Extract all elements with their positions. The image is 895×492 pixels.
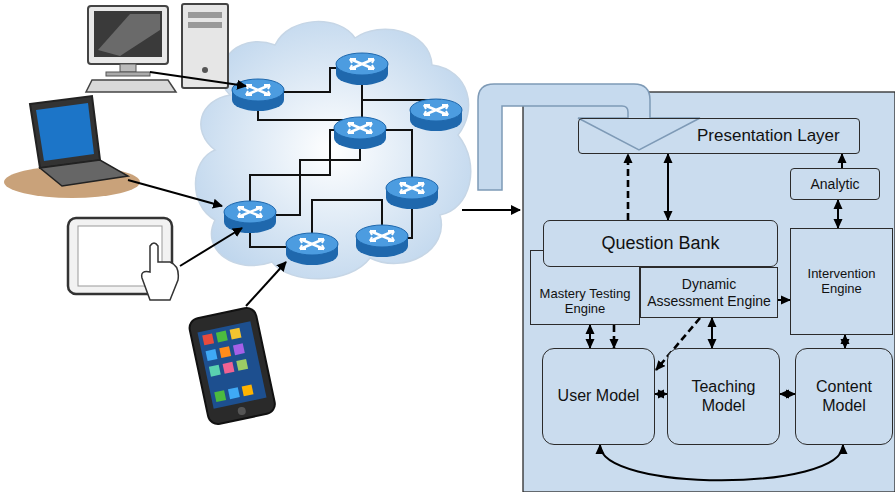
connector-arrow	[589, 325, 591, 348]
connector-arrow	[711, 318, 713, 348]
laptop-part	[30, 96, 100, 168]
node-label: Intervention Engine	[796, 267, 887, 297]
connector-arrow	[667, 154, 669, 220]
connector-arrow	[600, 445, 843, 480]
system-panel	[523, 92, 895, 492]
desktop-computer-part	[188, 22, 222, 28]
node-label: Teaching Model	[673, 378, 774, 415]
laptop-part	[40, 160, 128, 186]
model-box: User Model	[542, 348, 655, 445]
node-label: Question Bank	[601, 233, 719, 254]
connector-arrow	[844, 335, 846, 348]
node-label: Dynamic Assessment Engine	[646, 276, 772, 308]
connector-arrow	[655, 393, 667, 395]
engine-box: Intervention Engine	[790, 228, 893, 335]
desktop-computer	[86, 4, 228, 92]
node-label: Mastery Testing Engine	[535, 287, 635, 317]
smartphone-part	[188, 306, 277, 426]
device-arrow-part	[246, 262, 286, 306]
dashed-arrow	[627, 154, 630, 220]
analytic-box: Analytic	[790, 168, 880, 200]
router-part	[286, 233, 338, 265]
connector-arrow	[841, 154, 843, 168]
router-part	[334, 117, 386, 149]
node-label: Content Model	[801, 378, 887, 415]
tablet	[68, 218, 178, 300]
smartphone-part	[209, 365, 221, 377]
smartphone-part	[202, 333, 214, 345]
connector-arrow	[837, 200, 839, 228]
device-arrow	[128, 72, 520, 306]
model-box: Teaching Model	[667, 348, 780, 445]
smartphone-part	[228, 387, 240, 399]
device-arrow-part	[128, 180, 222, 206]
desktop-computer-part	[98, 14, 160, 56]
smartphone-part	[233, 343, 245, 355]
desktop-computer-part	[188, 12, 222, 18]
laptop-part	[36, 103, 94, 161]
smartphone-part	[206, 349, 218, 361]
smartphone	[188, 306, 277, 426]
network-cloud	[195, 22, 470, 279]
desktop-computer-part	[120, 64, 136, 72]
router-part	[232, 79, 284, 111]
question-bank-box: Question Bank	[543, 220, 778, 267]
device-arrow-part	[462, 209, 520, 211]
desktop-computer-part	[182, 4, 228, 88]
node-label: Analytic	[810, 176, 859, 192]
router	[224, 53, 462, 265]
node-label: Presentation Layer	[697, 126, 840, 146]
connector-arrow	[778, 299, 790, 301]
layer-box: Presentation Layer	[578, 118, 860, 154]
smartphone-part	[223, 362, 235, 374]
flow-arrow	[478, 84, 700, 190]
router-part	[336, 53, 388, 85]
smartphone-part	[236, 359, 248, 371]
desktop-computer-part	[88, 6, 168, 64]
smartphone-part	[230, 328, 242, 340]
smartphone-part	[237, 406, 246, 415]
smartphone-part	[214, 390, 226, 402]
smartphone-part	[216, 331, 228, 343]
tablet-part	[142, 243, 179, 300]
router-part	[410, 99, 462, 131]
smartphone-part	[219, 346, 231, 358]
device-arrow-part	[150, 72, 246, 86]
desktop-computer-part	[86, 80, 176, 92]
smartphone-part	[242, 384, 254, 396]
router-part	[386, 177, 438, 209]
desktop-computer-part	[106, 72, 150, 76]
router-part	[356, 225, 408, 257]
router-part	[224, 201, 276, 233]
desktop-computer-part	[202, 67, 208, 73]
desktop-computer-part	[94, 11, 162, 57]
connector-arrow	[780, 393, 795, 395]
dashed-arrow	[613, 325, 616, 348]
smartphone-part	[197, 321, 266, 409]
laptop	[4, 96, 140, 198]
model-box: Content Model	[795, 348, 893, 445]
engine-box: Dynamic Assessment Engine	[640, 267, 778, 318]
device-arrow-part	[180, 228, 242, 266]
node-label: User Model	[558, 387, 640, 405]
